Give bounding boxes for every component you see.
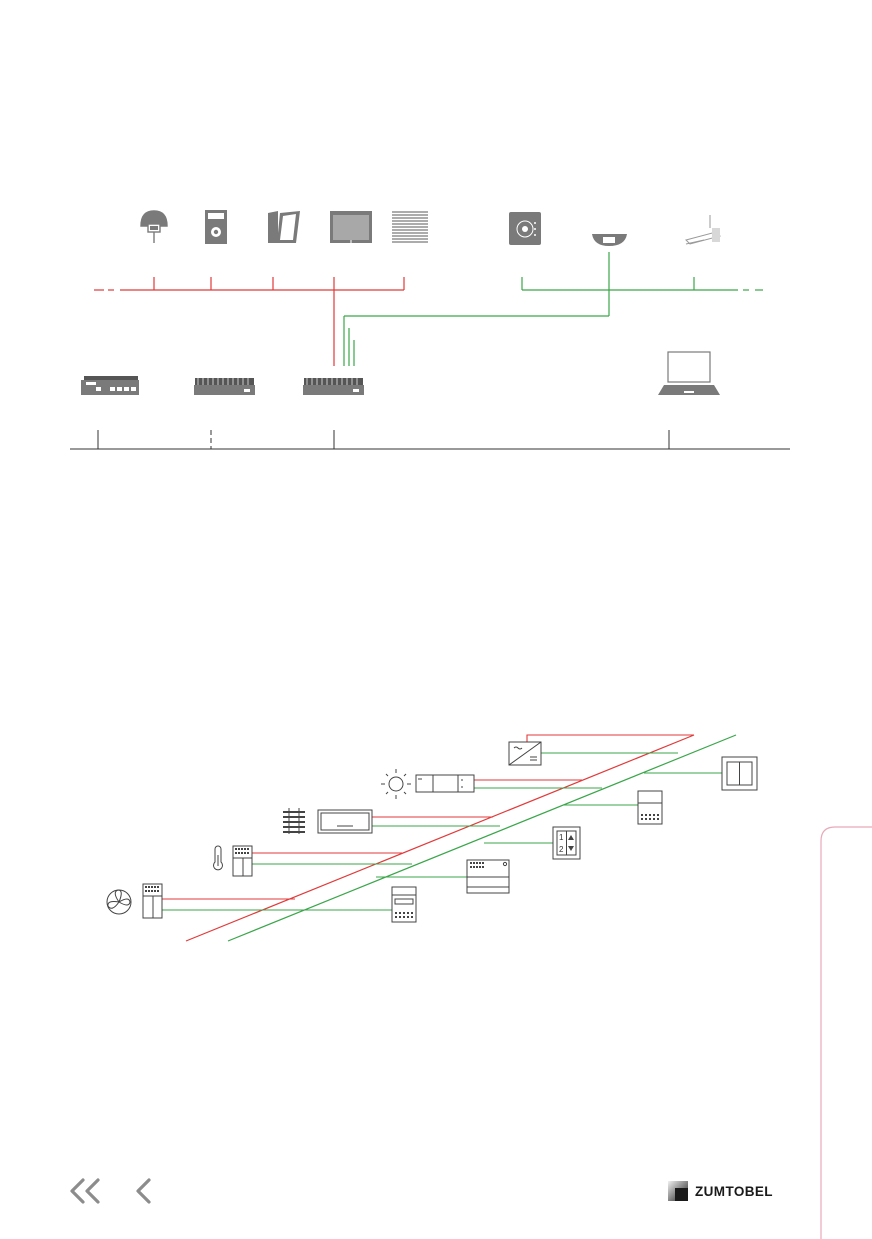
logo-mark-icon bbox=[668, 1181, 688, 1201]
sensor-head-icon bbox=[140, 210, 168, 243]
first-page-button[interactable] bbox=[66, 1176, 106, 1206]
server-controller-icon bbox=[81, 376, 139, 395]
red-diagonal-bus bbox=[185, 734, 695, 942]
power-supply-icon bbox=[508, 741, 542, 766]
green-stubs bbox=[162, 752, 722, 911]
previous-page-button[interactable] bbox=[130, 1176, 170, 1206]
rack-controller-icon bbox=[194, 378, 255, 395]
ceiling-sensor-icon bbox=[592, 234, 627, 246]
blind-motor-icon bbox=[283, 808, 373, 834]
zumtobel-logo: ZUMTOBEL bbox=[668, 1180, 773, 1202]
thermometer-icon bbox=[213, 845, 253, 877]
blind-screen-icon bbox=[330, 211, 372, 243]
double-chevron-left-icon bbox=[70, 1178, 100, 1204]
top-system-diagram bbox=[70, 210, 790, 450]
laptop-icon bbox=[658, 351, 720, 395]
scene-switch-label-2: 2 bbox=[559, 845, 564, 854]
din-module-small-icon bbox=[637, 790, 663, 825]
green-diagonal-bus bbox=[227, 734, 737, 942]
window-icon bbox=[268, 211, 300, 243]
luminaire-icon bbox=[685, 215, 721, 245]
fire-panel-icon bbox=[205, 210, 227, 244]
double-switch-icon bbox=[721, 756, 758, 791]
rack-controller-gateway-icon bbox=[303, 378, 364, 395]
network-baseline bbox=[70, 430, 790, 450]
bottom-system-diagram: 1 2 bbox=[106, 734, 758, 942]
sidebar-border bbox=[820, 826, 872, 1239]
scene-switch-label-1: 1 bbox=[559, 833, 564, 842]
red-bus bbox=[94, 277, 405, 366]
green-bus bbox=[343, 252, 763, 366]
scene-switch-icon bbox=[552, 826, 581, 860]
chevron-left-icon bbox=[136, 1178, 151, 1204]
brand-name: ZUMTOBEL bbox=[695, 1183, 773, 1199]
fan-icon bbox=[106, 883, 163, 919]
louvre-icon bbox=[392, 211, 428, 243]
din-module-icon bbox=[391, 886, 417, 923]
control-panel-icon bbox=[509, 212, 541, 245]
daylight-sensor-icon bbox=[381, 769, 475, 799]
din-controller-icon bbox=[466, 859, 510, 894]
